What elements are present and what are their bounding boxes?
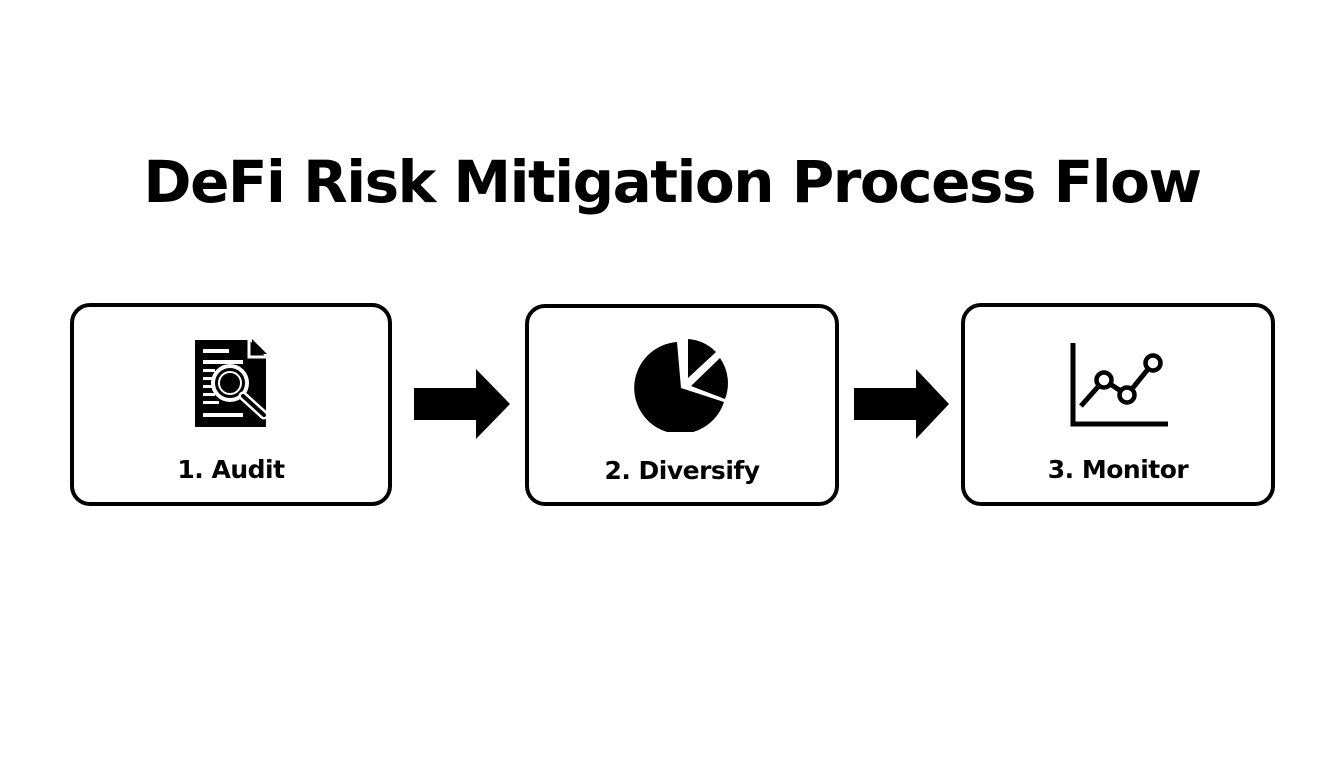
step-label: 2. Diversify bbox=[604, 456, 760, 485]
step-label: 1. Audit bbox=[177, 455, 285, 484]
step-label: 3. Monitor bbox=[1047, 455, 1189, 484]
arrow-right-icon bbox=[854, 369, 949, 439]
line-chart-icon bbox=[1070, 343, 1168, 427]
diagram-title: DeFi Risk Mitigation Process Flow bbox=[143, 148, 1202, 216]
step-audit: 1. Audit bbox=[70, 303, 392, 506]
step-diversify: 2. Diversify bbox=[525, 304, 839, 506]
document-search-icon bbox=[195, 339, 269, 427]
step-monitor: 3. Monitor bbox=[961, 303, 1275, 506]
pie-chart-icon bbox=[634, 339, 728, 432]
arrow-right-icon bbox=[414, 369, 510, 439]
